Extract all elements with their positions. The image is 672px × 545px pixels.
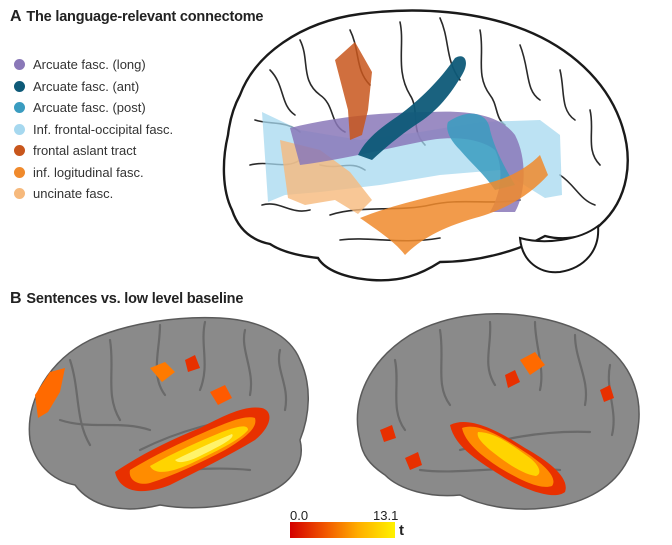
left-hemisphere-surface [29,318,308,509]
colorbar-min-label: 0.0 [290,508,308,523]
colorbar [290,522,395,538]
panel-b-title: B Sentences vs. low level baseline [10,290,243,308]
colorbar-max-label: 13.1 [373,508,398,523]
colorbar-unit-label: t [399,522,404,539]
right-hemisphere-surface [357,314,639,509]
panel-b-title-text: Sentences vs. low level baseline [26,291,243,307]
panel-b-letter: B [10,290,21,307]
